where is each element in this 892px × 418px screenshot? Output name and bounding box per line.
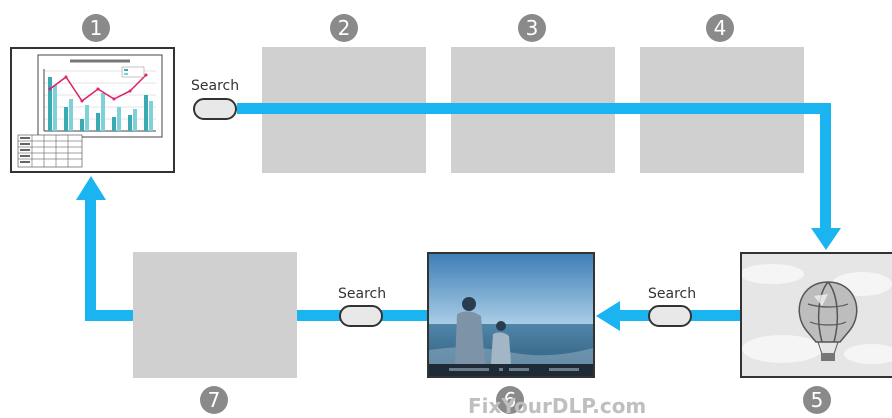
search-button-1[interactable]	[193, 98, 237, 120]
step-1-chart-slide	[10, 47, 175, 173]
hot-air-balloon-icon	[740, 264, 892, 364]
flow-arrow-left-up	[85, 198, 96, 321]
step-3-number: 3	[518, 14, 546, 42]
step-4-number: 4	[706, 14, 734, 42]
arrow-up-head	[76, 176, 106, 200]
search-button-2[interactable]	[648, 305, 692, 327]
flow-arrow-top	[237, 103, 831, 114]
search-label-3: Search	[338, 286, 387, 302]
step-7-placeholder	[133, 252, 297, 378]
flow-arrow-right	[820, 103, 831, 229]
watermark-text: FixYourDLP.com	[468, 394, 647, 418]
photo-thumbnail-icon	[429, 254, 593, 376]
search-button-3[interactable]	[339, 305, 383, 327]
search-label-1: Search	[191, 78, 240, 94]
search-label-2: Search	[648, 286, 697, 302]
step-2-number: 2	[330, 14, 358, 42]
step-5-number: 5	[803, 386, 831, 414]
step-5-balloon-image	[740, 252, 892, 378]
step-6-number: 6	[496, 386, 524, 414]
step-6-photo-image	[427, 252, 595, 378]
chart-thumbnail-icon	[17, 54, 163, 168]
step-7-number: 7	[200, 386, 228, 414]
step-1-number: 1	[82, 14, 110, 42]
arrow-down-head	[811, 228, 841, 250]
arrow-left-head	[596, 301, 620, 331]
